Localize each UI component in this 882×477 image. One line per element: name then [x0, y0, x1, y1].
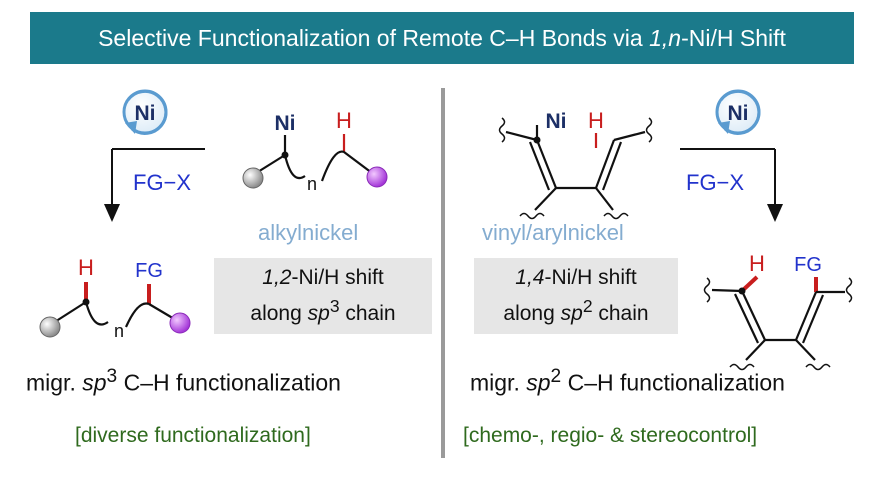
- left-shift-line: 1,2-Ni/H shift: [214, 264, 432, 292]
- right-migr-italic: sp: [526, 369, 551, 396]
- title-prefix: Selective Functionalization of Remote C–…: [98, 25, 650, 51]
- right-shift-box: 1,4-Ni/H shift along sp2 chain: [474, 258, 678, 334]
- alkyl-h-label: H: [336, 108, 352, 133]
- right-migr-suffix: C–H functionalization: [561, 369, 785, 396]
- left-chain-suffix: chain: [339, 302, 396, 325]
- left-shift-italic: 1,2: [262, 266, 292, 289]
- left-migr-sup: 3: [106, 366, 118, 387]
- left-product-fg-label: FG: [135, 260, 163, 282]
- right-migr-sup: 2: [550, 366, 562, 387]
- left-migr-italic: sp: [82, 369, 107, 396]
- left-shift-box: 1,2-Ni/H shift along sp3 chain: [214, 258, 432, 334]
- right-chain-sup: 2: [582, 296, 593, 316]
- right-ni-catalyst-cycle-icon: Ni: [715, 89, 761, 135]
- right-product-fg-label: FG: [794, 254, 822, 276]
- title-suffix: -Ni/H Shift: [681, 25, 786, 51]
- right-migr-prefix: migr.: [470, 369, 527, 396]
- alkyl-n-label: n: [307, 174, 317, 194]
- center-divider: [441, 88, 445, 458]
- left-migr-suffix: C–H functionalization: [117, 369, 341, 396]
- alkylnickel-structure: Ni H n: [242, 108, 388, 194]
- right-species-label: vinyl/arylnickel: [482, 220, 624, 245]
- left-migr-prefix: migr.: [26, 369, 83, 396]
- left-shift-rest: -Ni/H shift: [291, 266, 384, 289]
- left-chain-line: along sp3 chain: [214, 292, 432, 328]
- vinyl-h-label: H: [588, 108, 604, 133]
- right-chain-italic: sp: [560, 302, 583, 325]
- left-chain-italic: sp: [307, 302, 330, 325]
- right-catalyst-label: Ni: [728, 102, 749, 125]
- left-reagent-label: FG−X: [133, 170, 192, 195]
- left-migr-text: migr. sp3 C–H functionalization: [26, 366, 341, 397]
- left-species-label: alkylnickel: [258, 220, 359, 245]
- left-product-n-label: n: [114, 321, 124, 341]
- vinylnickel-structure: Ni H: [498, 108, 653, 220]
- right-shift-rest: -Ni/H shift: [544, 266, 637, 289]
- right-shift-line: 1,4-Ni/H shift: [474, 264, 678, 292]
- right-reagent-label: FG−X: [686, 170, 745, 195]
- alkyl-ni-label: Ni: [275, 112, 296, 135]
- vinyl-ni-label: Ni: [546, 110, 567, 133]
- right-chain-prefix: along: [503, 302, 561, 325]
- right-product-h-label: H: [749, 251, 765, 276]
- right-product-structure: H FG: [703, 251, 853, 371]
- right-migr-text: migr. sp2 C–H functionalization: [470, 366, 785, 397]
- left-catalyst-label: Ni: [135, 102, 156, 125]
- right-bracket-note: [chemo-, regio- & stereocontrol]: [463, 424, 758, 447]
- right-chain-suffix: chain: [592, 302, 649, 325]
- title-banner: Selective Functionalization of Remote C–…: [30, 12, 854, 64]
- right-shift-italic: 1,4: [515, 266, 545, 289]
- left-bracket-note: [diverse functionalization]: [75, 424, 311, 447]
- right-reaction-arrow: [680, 148, 783, 222]
- title-italic: 1,n: [649, 25, 682, 51]
- left-product-structure: H FG n: [39, 255, 191, 341]
- left-product-h-label: H: [78, 255, 94, 280]
- left-reaction-arrow: [104, 148, 205, 222]
- left-ni-catalyst-cycle-icon: Ni: [122, 89, 168, 135]
- right-chain-line: along sp2 chain: [474, 292, 678, 328]
- left-chain-sup: 3: [329, 296, 340, 316]
- left-chain-prefix: along: [250, 302, 308, 325]
